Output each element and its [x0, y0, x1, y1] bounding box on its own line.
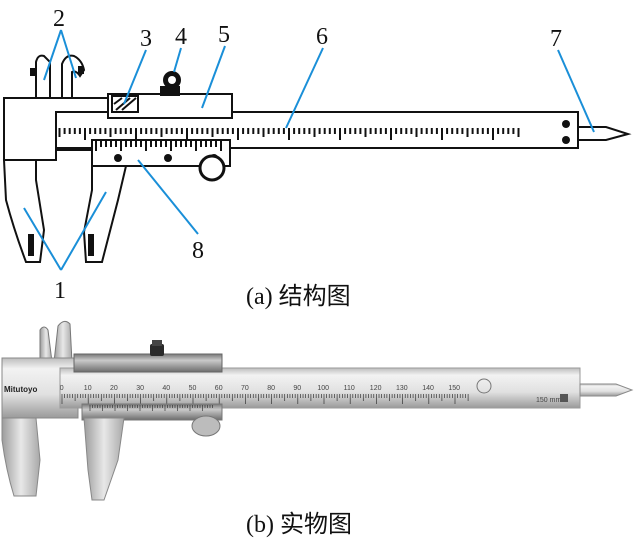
photo-scale-number: 30	[136, 385, 144, 392]
photo-scale-ticks	[61, 394, 469, 404]
callout-2: 2	[53, 6, 65, 32]
logo-mark-icon	[476, 378, 492, 394]
photo-scale-number: 60	[215, 385, 223, 392]
photo-scale-number: 130	[396, 385, 408, 392]
thumb-wheel-icon	[198, 154, 226, 182]
callout-lines	[23, 29, 595, 271]
range-label: 150 mm	[536, 397, 561, 404]
fixed-outside-jaw	[2, 159, 46, 263]
vernier-scale-ticks	[95, 141, 222, 151]
photo-scale-number: 150	[448, 385, 460, 392]
movable-inside-jaw	[61, 54, 86, 99]
photo-main-beam	[59, 367, 581, 409]
photo-vernier-ticks	[89, 405, 213, 411]
photo-slider-top	[73, 353, 223, 373]
photo-scale-numbers: 0 10 20 30 40 50 60 70 80 90 100 110 120 130 140 150	[60, 385, 460, 392]
callout-6: 6	[316, 24, 328, 50]
photo-scale-number: 20	[110, 385, 118, 392]
callout-4: 4	[175, 24, 187, 50]
movable-outside-jaw	[82, 165, 128, 263]
photo-scale-number: 100	[317, 385, 329, 392]
photo-caption: (b) 实物图	[246, 511, 352, 538]
photo-scale-number: 140	[422, 385, 434, 392]
photo-movable-inside-jaw	[53, 320, 73, 363]
fixed-inside-jaw	[35, 54, 51, 99]
photo-scale-number: 70	[241, 385, 249, 392]
callout-8: 8	[192, 238, 204, 264]
photo-fixed-head	[1, 357, 79, 419]
photo-fixed-outside-jaw	[1, 417, 41, 497]
photo-scale-number: 50	[189, 385, 197, 392]
photo-scale-number: 0	[60, 385, 64, 392]
photo-movable-outside-jaw	[83, 417, 125, 501]
photo-fixed-inside-jaw	[39, 326, 53, 363]
structure-caption: (a) 结构图	[246, 283, 351, 310]
photo-vernier-plate	[81, 403, 223, 421]
photo-scale-number: 90	[293, 385, 301, 392]
main-scale-ticks	[58, 128, 520, 140]
photo-scale-number: 10	[84, 385, 92, 392]
callout-1: 1	[54, 278, 66, 304]
photo-scale-number: 110	[344, 385, 355, 392]
photo-depth-rod	[579, 383, 634, 397]
brand-logo: Mitutoyo	[4, 385, 37, 394]
photo-thumb-wheel-icon	[191, 415, 221, 437]
callout-7: 7	[550, 26, 562, 52]
photo-scale-number: 40	[162, 385, 170, 392]
qr-code-icon	[560, 394, 568, 402]
structure-diagram: 2 3 4 5 6 7 8 1 (a) 结构图	[2, 6, 632, 310]
photo-scale-number: 120	[370, 385, 382, 392]
photo-scale-number: 80	[267, 385, 275, 392]
callout-5: 5	[218, 22, 230, 48]
caliper-photo: 0 10 20 30 40 50 60 70 80 90 100 110 120 130 140 150 Mi…	[1, 320, 634, 538]
callout-3: 3	[140, 26, 152, 52]
depth-rod	[577, 126, 632, 141]
